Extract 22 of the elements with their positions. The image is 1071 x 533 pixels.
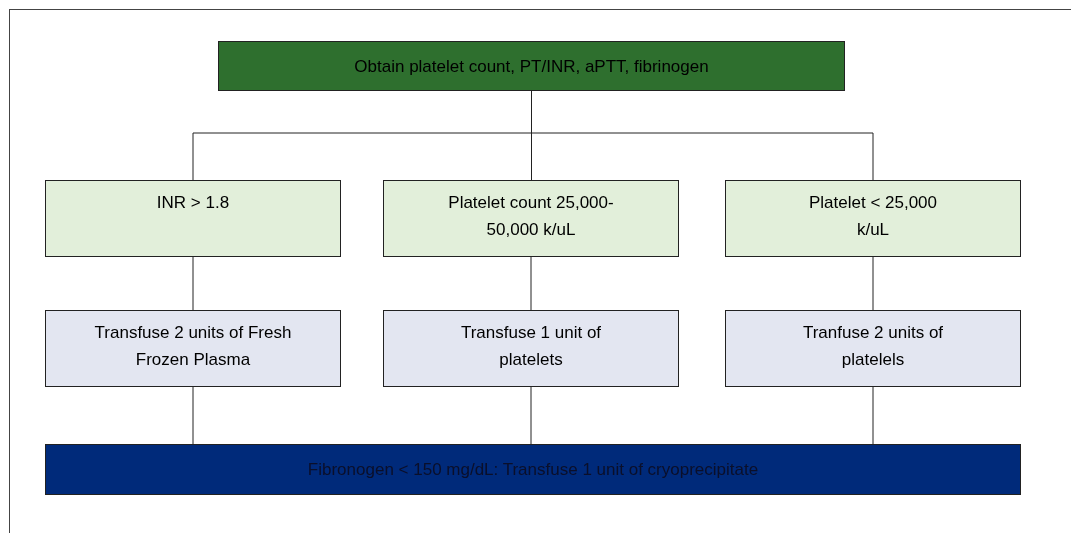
connector-line: [530, 386, 532, 445]
condition-box: [383, 180, 679, 257]
connector-line: [872, 386, 874, 445]
box-text: Tranfuse 2 units of platelels: [801, 322, 945, 371]
box-text: Platelet count 25,000-50,000 k/uL: [447, 192, 615, 241]
condition-box: [45, 180, 341, 257]
connector-line: [530, 256, 532, 311]
result-bar: [45, 444, 1021, 495]
condition-box: [725, 180, 1021, 257]
action-box: [725, 310, 1021, 387]
action-box: [383, 310, 679, 387]
connector-line: [192, 386, 194, 445]
box-text: Platelet < 25,000 k/uL: [807, 192, 939, 241]
connector-line: [872, 256, 874, 311]
box-text: INR > 1.8: [156, 192, 230, 214]
box-text: Obtain platelet count, PT/INR, aPTT, fibrinogen: [354, 55, 709, 78]
box-text: Transfuse 2 units of Fresh Frozen Plasma: [93, 322, 293, 371]
action-box: [45, 310, 341, 387]
connector-line: [192, 256, 194, 311]
box-text: Transfuse 1 unit of platelets: [459, 322, 603, 371]
process-box: [218, 41, 845, 91]
box-text: Fibronogen < 150 mg/dL: Transfuse 1 unit of cryoprecipitate: [307, 459, 759, 481]
